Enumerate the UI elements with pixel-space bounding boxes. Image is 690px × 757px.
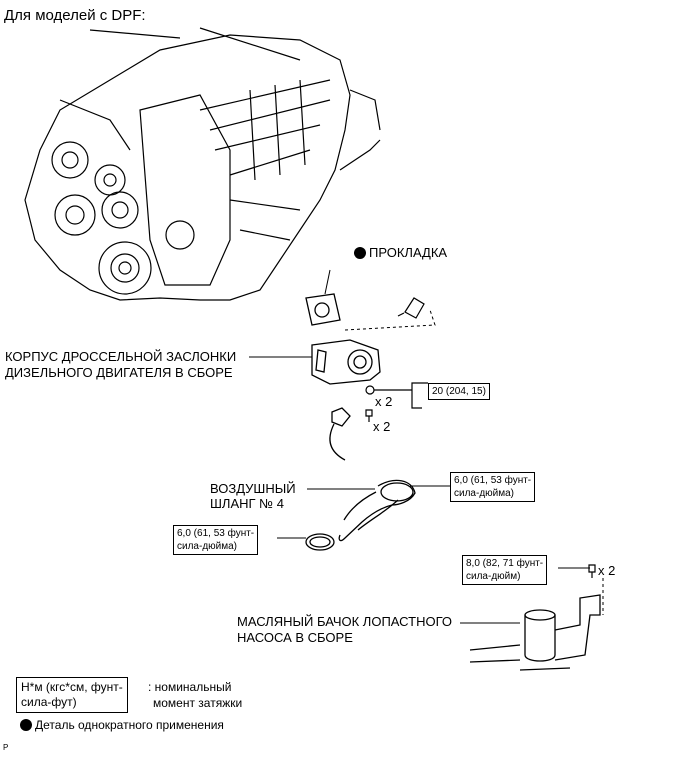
legend-dot-icon [20, 719, 32, 731]
torque-throttle: 20 (204, 15) [428, 383, 490, 400]
legend-torque-box-line2: сила-фут) [21, 695, 77, 709]
throttle-body-label-line2: ДИЗЕЛЬНОГО ДВИГАТЕЛЯ В СБОРЕ [5, 365, 233, 380]
hose-clamp-illustration [305, 533, 335, 551]
torque-reservoir-line1: 8,0 (82, 71 фунт- [466, 558, 544, 569]
legend-non-reusable-text: Деталь однократного применения [35, 718, 224, 732]
torque-clamp-line1: 6,0 (61, 53 фунт- [177, 528, 255, 539]
bolt-icon [365, 409, 373, 422]
qty-nuts: x 2 [375, 394, 393, 409]
reservoir-label-line2: НАСОСА В СБОРЕ [237, 630, 353, 645]
air-hose-label-line1: ВОЗДУШНЫЙ [210, 481, 296, 496]
qty-reservoir-bolts: x 2 [598, 563, 616, 578]
torque-reservoir-line2: сила-дюйм) [466, 571, 521, 582]
nut-icon [365, 385, 375, 395]
legend-non-reusable: Деталь однократного применения [20, 717, 224, 733]
legend-torque-box: Н*м (кгс*см, фунт- сила-фут) [16, 677, 128, 713]
gasket-illustration [305, 293, 341, 326]
throttle-body-illustration [311, 339, 381, 385]
qty-bolts: x 2 [373, 419, 391, 434]
legend-torque-desc-line1: : номинальный [148, 680, 232, 694]
gasket-text: ПРОКЛАДКА [369, 245, 448, 260]
non-reusable-mark-icon [354, 247, 366, 259]
air-hose-illustration [338, 479, 416, 542]
page-title: Для моделей с DPF: [4, 7, 146, 24]
torque-clamp-line2: сила-дюйма) [177, 541, 237, 552]
engine-illustration [24, 34, 351, 301]
sensor-connector-illustration [329, 407, 351, 461]
torque-hose-top: 6,0 (61, 53 фунт- сила-дюйма) [450, 472, 536, 502]
throttle-body-label-line1: КОРПУС ДРОССЕЛЬНОЙ ЗАСЛОНКИ [5, 349, 237, 364]
reservoir-label-line1: МАСЛЯНЫЙ БАЧОК ЛОПАСТНОГО [237, 614, 452, 629]
reservoir-illustration [469, 594, 601, 671]
footer-mark: P [3, 743, 9, 752]
torque-hose-top-line1: 6,0 (61, 53 фунт- [454, 475, 532, 486]
torque-clamp: 6,0 (61, 53 фунт- сила-дюйма) [173, 525, 259, 555]
reservoir-bolt-icon [588, 564, 596, 578]
torque-reservoir: 8,0 (82, 71 фунт- сила-дюйм) [462, 555, 548, 585]
air-hose-label-line2: ШЛАНГ № 4 [210, 496, 284, 511]
torque-hose-top-line2: сила-дюйма) [454, 488, 514, 499]
legend-torque-desc-line2: момент затяжки [153, 696, 243, 710]
legend-torque-box-line1: Н*м (кгс*см, фунт- [21, 680, 123, 694]
gasket-label: ПРОКЛАДКА [354, 245, 447, 261]
connector-illustration [397, 297, 425, 319]
